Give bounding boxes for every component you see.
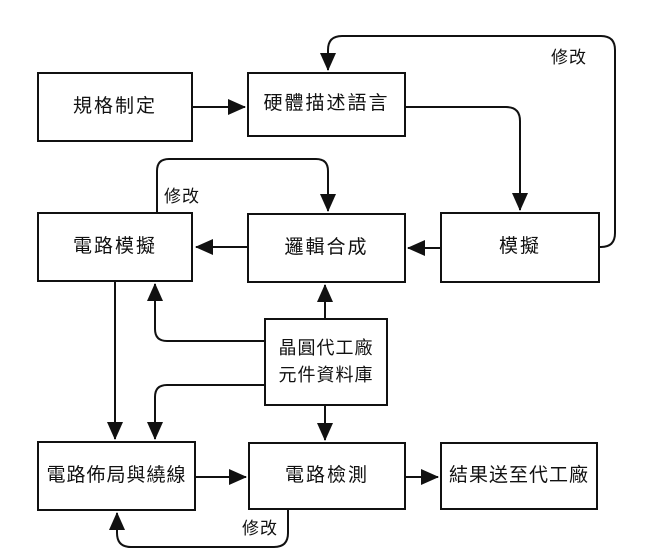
edge-label-modify-bottom: 修改 — [242, 519, 278, 538]
edge-label-modify-top-right: 修改 — [551, 48, 587, 67]
edge-simulation-to-hdl-feedback — [320, 35, 616, 248]
edge-label-modify-middle-left: 修改 — [164, 187, 200, 206]
node-logic-synthesis-label: 邏輯合成 — [284, 236, 369, 258]
node-simulation: 模擬 — [440, 212, 600, 283]
node-simulation-label: 模擬 — [498, 236, 541, 258]
node-layout-routing: 電路佈局與繞線 — [37, 441, 196, 511]
edge-foundry-db-to-layout-routing — [147, 384, 264, 440]
node-circuit-simulation-label: 電路模擬 — [72, 235, 157, 257]
node-hdl: 硬體描述語言 — [247, 72, 406, 137]
node-layout-routing-label: 電路佈局與繞線 — [46, 464, 187, 486]
node-foundry-db-line2: 元件資料庫 — [278, 365, 374, 385]
node-foundry-db-line1: 晶圓代工廠 — [278, 338, 374, 358]
edge-circuit-simulation-to-logic-synthesis-feedback — [156, 158, 336, 212]
node-send-to-foundry: 結果送至代工廠 — [440, 442, 598, 510]
node-logic-synthesis: 邏輯合成 — [247, 213, 406, 283]
node-hdl-label: 硬體描述語言 — [263, 93, 390, 115]
node-spec-label: 規格制定 — [72, 95, 157, 117]
node-spec: 規格制定 — [37, 72, 193, 142]
edge-circuit-test-to-layout-routing-feedback — [109, 510, 289, 548]
node-circuit-test-label: 電路檢測 — [284, 464, 369, 486]
node-foundry-db: 晶圓代工廠 元件資料庫 — [264, 318, 388, 406]
edge-hdl-to-simulation — [406, 106, 528, 211]
node-circuit-test: 電路檢測 — [248, 442, 406, 510]
edge-foundry-db-to-circuit-simulation — [147, 283, 264, 342]
node-circuit-simulation: 電路模擬 — [37, 212, 193, 282]
node-send-to-foundry-label: 結果送至代工廠 — [448, 464, 589, 486]
